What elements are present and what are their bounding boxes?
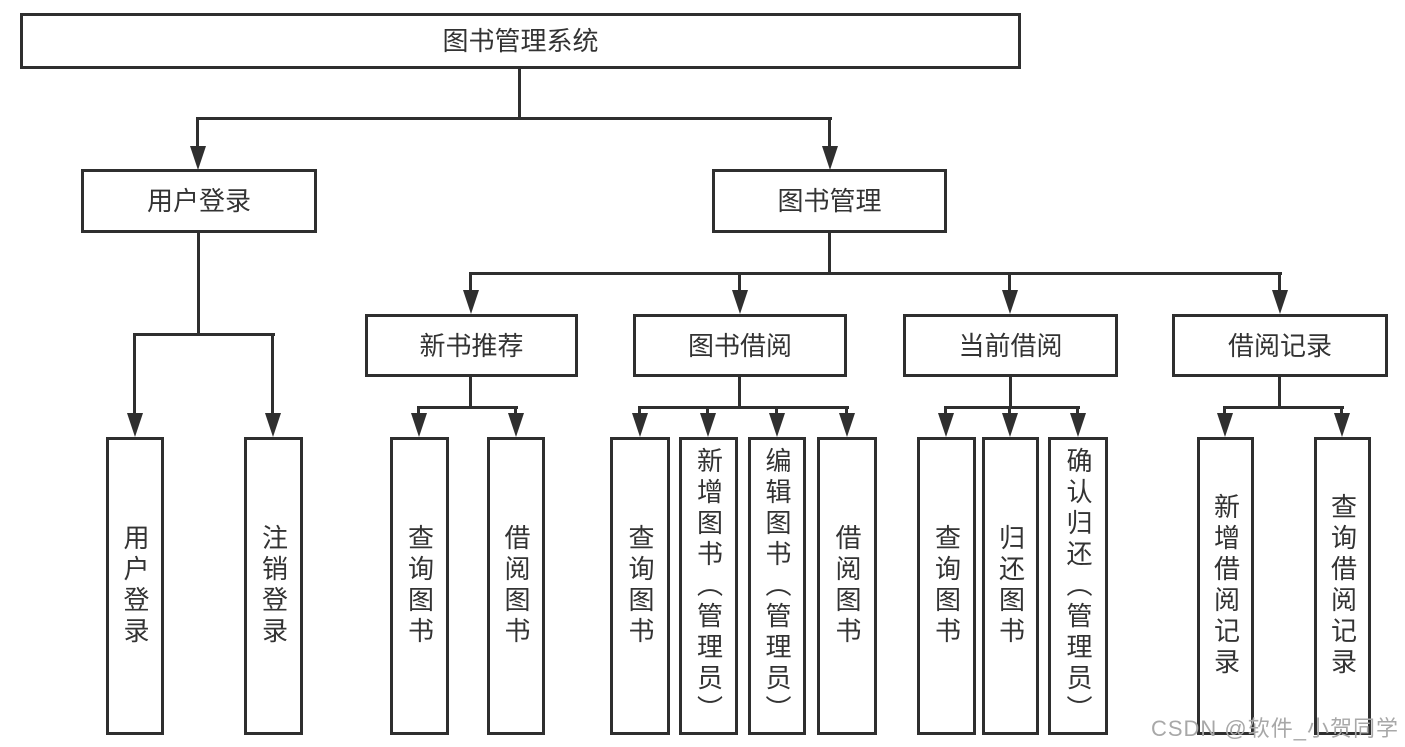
connector-arrow (769, 406, 785, 437)
connector-arrow (508, 406, 524, 437)
connector-arrow (938, 406, 954, 437)
leaf-return-books: 归还图书 (982, 437, 1039, 735)
connector-arrow (463, 272, 479, 314)
connector-arrow (411, 406, 427, 437)
node-book-management: 图书管理 (712, 169, 947, 233)
connector-line (197, 233, 200, 335)
leaf-confirm-return-admin-label: 确认归还（管理员） (1063, 446, 1093, 726)
leaf-add-books-admin: 新增图书（管理员） (679, 437, 738, 735)
leaf-add-books-admin-label: 新增图书（管理员） (693, 446, 724, 726)
node-root: 图书管理系统 (20, 13, 1021, 69)
connector-arrow (822, 117, 838, 170)
connector-arrow (1272, 272, 1288, 314)
connector-line (945, 406, 1080, 409)
node-book-borrowing-label: 图书借阅 (687, 330, 792, 361)
node-book-borrowing: 图书借阅 (633, 314, 847, 377)
node-new-book-recommendation-label: 新书推荐 (419, 330, 524, 361)
connector-arrow (839, 406, 855, 437)
node-root-label: 图书管理系统 (442, 26, 599, 56)
connector-line (469, 272, 1282, 275)
leaf-query-books-borrowing: 查询图书 (610, 437, 670, 735)
connector-line (197, 117, 832, 120)
connector-line (133, 333, 275, 336)
leaf-borrow-books-borrowing-label: 借阅图书 (832, 524, 862, 648)
connector-arrow (127, 333, 143, 437)
leaf-borrow-books-recommend: 借阅图书 (487, 437, 545, 735)
connector-arrow (1002, 406, 1018, 437)
connector-arrow (732, 272, 748, 314)
connector-line (469, 377, 472, 408)
node-borrowing-records-label: 借阅记录 (1227, 330, 1332, 361)
leaf-query-borrow-record: 查询借阅记录 (1314, 437, 1371, 735)
connector-line (1224, 406, 1344, 409)
connector-line (1009, 377, 1012, 408)
leaf-add-borrow-record: 新增借阅记录 (1197, 437, 1254, 735)
leaf-edit-books-admin: 编辑图书（管理员） (748, 437, 806, 735)
leaf-edit-books-admin-label: 编辑图书（管理员） (762, 446, 792, 726)
leaf-borrow-books-borrowing: 借阅图书 (817, 437, 877, 735)
node-new-book-recommendation: 新书推荐 (365, 314, 578, 377)
connector-line (738, 377, 741, 408)
node-user-login-label: 用户登录 (146, 186, 251, 216)
connector-arrow (265, 333, 281, 437)
leaf-logout-label: 注销登录 (258, 524, 289, 648)
leaf-confirm-return-admin: 确认归还（管理员） (1048, 437, 1108, 735)
connector-arrow (1070, 406, 1086, 437)
connector-arrow (1002, 272, 1018, 314)
node-book-management-label: 图书管理 (777, 186, 882, 216)
leaf-borrow-books-recommend-label: 借阅图书 (501, 524, 531, 648)
leaf-user-login: 用户登录 (106, 437, 164, 735)
connector-arrow (632, 406, 648, 437)
leaf-add-borrow-record-label: 新增借阅记录 (1210, 493, 1241, 679)
node-current-borrowing-label: 当前借阅 (958, 330, 1063, 361)
leaf-query-books-current: 查询图书 (917, 437, 976, 735)
leaf-user-login-label: 用户登录 (120, 524, 150, 648)
leaf-query-borrow-record-label: 查询借阅记录 (1327, 493, 1358, 679)
node-borrowing-records: 借阅记录 (1172, 314, 1388, 377)
connector-arrow (700, 406, 716, 437)
leaf-query-books-recommend: 查询图书 (390, 437, 449, 735)
leaf-query-books-recommend-label: 查询图书 (404, 524, 435, 648)
leaf-query-books-current-label: 查询图书 (931, 524, 962, 648)
connector-arrow (1334, 406, 1350, 437)
connector-line (418, 406, 518, 409)
leaf-return-books-label: 归还图书 (995, 524, 1026, 648)
node-current-borrowing: 当前借阅 (903, 314, 1118, 377)
leaf-query-books-borrowing-label: 查询图书 (625, 524, 655, 648)
connector-line (828, 233, 831, 275)
leaf-logout: 注销登录 (244, 437, 303, 735)
connector-line (638, 406, 849, 409)
connector-line (1278, 377, 1281, 408)
connector-line (518, 68, 521, 119)
connector-arrow (190, 117, 206, 170)
connector-arrow (1217, 406, 1233, 437)
node-user-login: 用户登录 (81, 169, 317, 233)
